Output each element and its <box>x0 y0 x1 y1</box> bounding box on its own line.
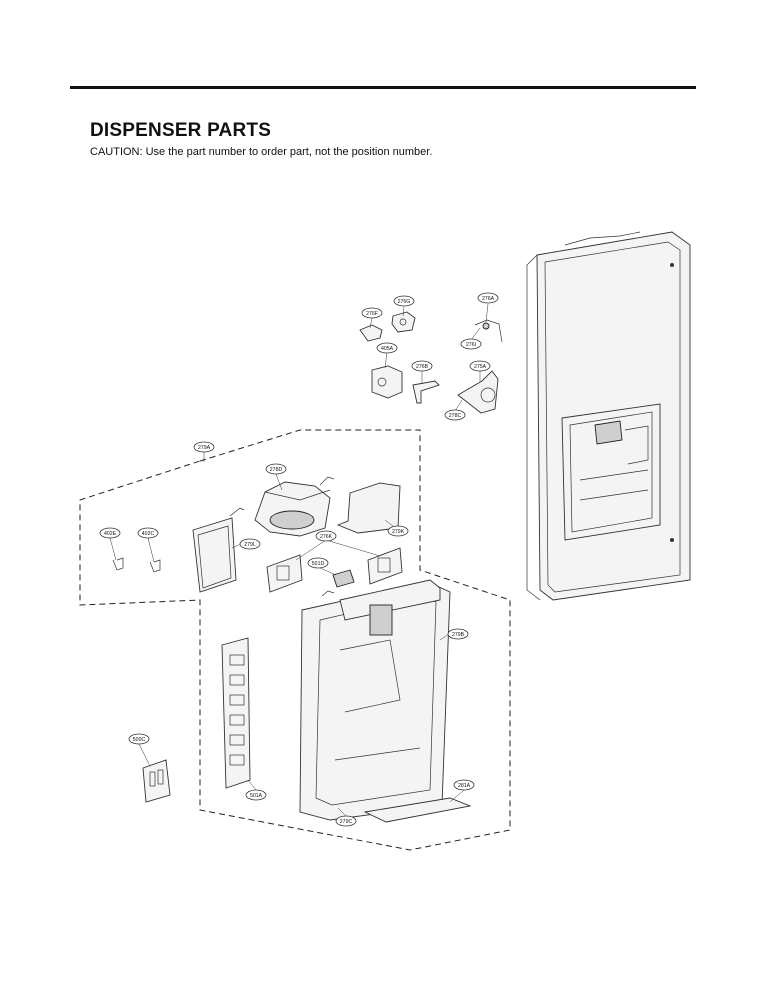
small-valve-parts <box>359 311 503 414</box>
part-funnel-278D <box>254 476 335 537</box>
svg-text:402E: 402E <box>104 531 117 537</box>
label-278D: 278D <box>265 463 287 475</box>
part-board-501A <box>221 637 251 789</box>
svg-text:279L: 279L <box>244 542 256 548</box>
part-clip-402E <box>112 557 124 571</box>
caution-note: CAUTION: Use the part number to order pa… <box>90 146 433 158</box>
part-panel-279L <box>192 507 245 593</box>
svg-text:278D: 278D <box>270 467 283 473</box>
svg-text:405A: 405A <box>381 346 394 352</box>
label-278C: 278C <box>444 409 466 421</box>
label-501D: 501D <box>307 557 329 569</box>
part-switches-276K <box>266 547 403 597</box>
label-279L: 279L <box>239 538 261 550</box>
svg-text:279A: 279A <box>198 445 211 451</box>
svg-text:276A: 276A <box>482 296 495 302</box>
label-276K: 276K <box>315 530 337 542</box>
svg-text:276G: 276G <box>398 299 411 305</box>
label-279B: 279B <box>447 628 469 640</box>
label-405A: 405A <box>376 342 398 354</box>
header-rule <box>70 86 696 89</box>
svg-text:500C: 500C <box>133 737 146 743</box>
label-276A: 276A <box>477 292 499 304</box>
page-title: DISPENSER PARTS <box>90 120 272 141</box>
svg-text:501A: 501A <box>250 793 263 799</box>
label-501A: 501A <box>245 789 267 801</box>
svg-text:281A: 281A <box>458 783 471 789</box>
label-276F: 276F <box>361 307 383 319</box>
label-402E: 402E <box>99 527 121 539</box>
svg-text:278C: 278C <box>449 413 462 419</box>
svg-text:279C: 279C <box>340 819 353 825</box>
svg-text:275A: 275A <box>474 364 487 370</box>
svg-text:276I: 276I <box>466 342 476 348</box>
label-281A: 281A <box>453 779 475 791</box>
svg-text:279K: 279K <box>392 529 405 535</box>
assembly-boundary <box>79 429 511 851</box>
leader-lines <box>109 303 489 817</box>
part-cover-279K <box>336 482 401 534</box>
label-276B: 276B <box>411 360 433 372</box>
part-module-500C <box>142 759 171 803</box>
svg-text:276K: 276K <box>320 534 333 540</box>
svg-text:501D: 501D <box>312 561 325 567</box>
label-276I: 276I <box>460 338 482 350</box>
svg-text:279B: 279B <box>452 632 465 638</box>
svg-text:402C: 402C <box>142 531 155 537</box>
part-clip-402C <box>149 559 161 573</box>
label-279K: 279K <box>387 525 409 537</box>
label-276G: 276G <box>393 295 415 307</box>
label-402C: 402C <box>137 527 159 539</box>
label-500C: 500C <box>128 733 150 745</box>
door-panel <box>526 231 691 601</box>
label-279A: 279A <box>193 441 215 453</box>
part-tray-281A <box>363 797 472 823</box>
label-275A: 275A <box>469 360 491 372</box>
svg-text:276F: 276F <box>366 311 378 317</box>
label-279C: 279C <box>335 815 357 827</box>
part-housing-279B <box>299 579 451 821</box>
svg-text:276B: 276B <box>416 364 429 370</box>
